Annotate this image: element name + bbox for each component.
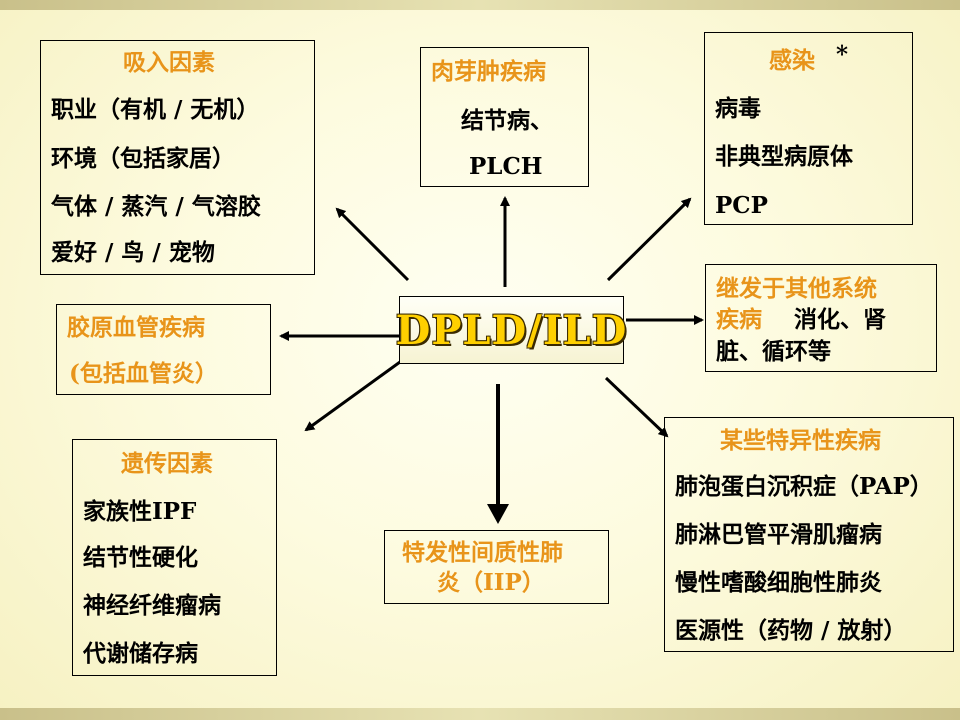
arrow-to-specific [604, 376, 669, 438]
bottom-decor-bar [0, 708, 960, 720]
granuloma-item: PLCH [469, 153, 543, 180]
collagen-title: 胶原血管疾病 [67, 314, 205, 341]
secondary-inline-text: 消化、肾 [794, 306, 886, 333]
specific-title: 某些特异性疾病 [720, 427, 881, 454]
genetic-item: 神经纤维瘤病 [83, 592, 221, 619]
box-inhalation-factors: 吸入因素 职业（有机 / 无机） 环境（包括家居） 气体 / 蒸汽 / 气溶胶 … [40, 40, 315, 275]
arrow-to-genetic [304, 360, 401, 432]
secondary-title-line2: 疾病 [716, 306, 762, 333]
infection-title: 感染 [769, 47, 815, 74]
inhalation-title: 吸入因素 [123, 49, 215, 76]
genetic-item: 结节性硬化 [83, 544, 198, 571]
secondary-line3: 脏、循环等 [716, 338, 831, 365]
box-collagen-vascular-disease: 胶原血管疾病 (包括血管炎） [56, 304, 271, 395]
box-secondary-systemic-disease: 继发于其他系统 疾病 消化、肾 脏、循环等 [705, 264, 937, 372]
box-granulomatous-disease: 肉芽肿疾病 结节病、 PLCH [420, 47, 589, 187]
specific-item: 医源性（药物 / 放射） [675, 617, 907, 644]
inhalation-item: 职业（有机 / 无机） [51, 96, 260, 123]
inhalation-item: 气体 / 蒸汽 / 气溶胶 [51, 193, 261, 220]
top-decor-bar [0, 0, 960, 10]
specific-item: 肺淋巴管平滑肌瘤病 [675, 521, 882, 548]
arrow-to-infection [606, 197, 692, 282]
specific-item: 慢性嗜酸细胞性肺炎 [675, 569, 882, 596]
collagen-subtitle: (包括血管炎） [69, 360, 218, 387]
center-node-dpld-ild: DPLD/ILD [396, 296, 626, 364]
genetic-title: 遗传因素 [121, 450, 213, 477]
infection-item: 非典型病原体 [715, 143, 853, 170]
inhalation-item: 环境（包括家居） [51, 145, 235, 172]
secondary-title-line1: 继发于其他系统 [716, 275, 877, 302]
genetic-item: 代谢储存病 [83, 640, 198, 667]
arrow-to-inhalation [335, 207, 410, 282]
box-genetic-factors: 遗传因素 家族性IPF 结节性硬化 神经纤维瘤病 代谢储存病 [72, 439, 277, 676]
infection-item: 病毒 [715, 95, 761, 122]
inhalation-item: 爱好 / 鸟 / 宠物 [51, 239, 215, 266]
granuloma-title: 肉芽肿疾病 [431, 58, 546, 85]
box-idiopathic-interstitial-pneumonia: 特发性间质性肺 炎（IIP） [384, 530, 609, 604]
granuloma-item: 结节病、 [461, 107, 553, 134]
box-specific-diseases: 某些特异性疾病 肺泡蛋白沉积症（PAP） 肺淋巴管平滑肌瘤病 慢性嗜酸细胞性肺炎… [664, 417, 954, 652]
box-infection: 感染 * 病毒 非典型病原体 PCP [704, 32, 913, 225]
infection-item: PCP [715, 192, 768, 219]
specific-item: 肺泡蛋白沉积症（PAP） [675, 473, 933, 500]
center-label: DPLD/ILD [395, 306, 628, 354]
genetic-item: 家族性IPF [83, 498, 197, 525]
iip-line2: 炎（IIP） [437, 569, 545, 596]
infection-asterisk: * [836, 41, 849, 68]
iip-line1: 特发性间质性肺 [402, 539, 563, 566]
